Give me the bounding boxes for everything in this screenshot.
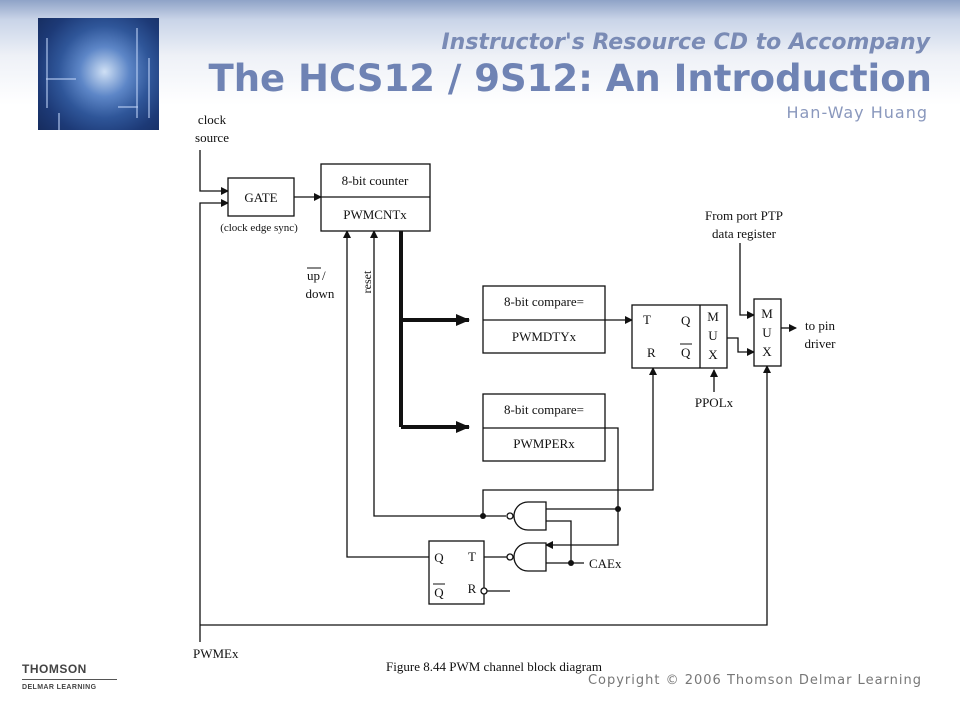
- mux1-letter-u: U: [708, 328, 718, 343]
- ff-qbar-label: Q: [681, 345, 691, 360]
- and-gate-upper: [513, 501, 547, 531]
- compare-dty-register: PWMDTYx: [512, 329, 577, 344]
- pwmex-label: PWMEx: [193, 646, 239, 661]
- wire-clock-source: [199, 150, 229, 195]
- copyright-notice: Copyright © 2006 Thomson Delmar Learning: [587, 673, 922, 688]
- label-up-slash: /: [322, 268, 326, 283]
- label-source: source: [195, 130, 229, 145]
- wire-port-ptp: [739, 243, 755, 319]
- gate-label: GATE: [244, 190, 277, 205]
- wire-pwmex-mux: [200, 365, 771, 626]
- wire-updown: [343, 230, 429, 558]
- header-subtitle: Instructor's Resource CD to Accompany: [441, 30, 930, 55]
- wire-pwmex-gate: [199, 199, 229, 642]
- ppol-label: PPOLx: [695, 395, 734, 410]
- compare-per-title: 8-bit compare=: [504, 402, 584, 417]
- page-title: The HCS12 / 9S12: An Introduction: [208, 57, 932, 100]
- caex-label: CAEx: [589, 556, 622, 571]
- to-pin-line2: driver: [804, 336, 836, 351]
- inv-bubble-lower: [506, 553, 514, 561]
- mux1-letter-x: X: [708, 347, 718, 362]
- wire-per-out: [545, 427, 619, 549]
- port-label-line1: From port PTP: [705, 208, 783, 223]
- tff-r-label: R: [468, 581, 477, 596]
- header-band: [0, 0, 960, 140]
- thomson-rule: [22, 679, 117, 680]
- figure-caption: Figure 8.44 PWM channel block diagram: [386, 659, 602, 674]
- port-label-line2: data register: [712, 226, 777, 241]
- flip-flop-block: [631, 304, 728, 369]
- label-up: up: [307, 268, 320, 283]
- wire-gate-ffr: [482, 367, 657, 516]
- inv-bubble-rst: [480, 587, 488, 595]
- counter-title: 8-bit counter: [342, 173, 409, 188]
- label-reset: reset: [360, 270, 374, 293]
- gate-note: (clock edge sync): [220, 222, 298, 234]
- mux2-letter-m: M: [761, 306, 773, 321]
- ff-r-label: R: [647, 345, 656, 360]
- wire-ff-mux1: [727, 337, 755, 356]
- wire-caex: [546, 520, 584, 564]
- ff-t-label: T: [643, 312, 651, 327]
- to-pin-line1: to pin: [805, 318, 835, 333]
- output-mux-block: [753, 298, 782, 367]
- t-flip-flop-block: [428, 540, 485, 605]
- globe-circuit-logo-image: [38, 18, 159, 130]
- tff-t-label: T: [468, 549, 476, 564]
- inv-bubble-upper: [506, 512, 514, 520]
- tff-q-label: Q: [434, 550, 444, 565]
- gate-block: [227, 177, 295, 217]
- mux2-letter-x: X: [762, 344, 772, 359]
- and-gate-lower: [513, 542, 547, 572]
- tff-qbar-label: Q: [434, 585, 444, 600]
- compare-dty-title: 8-bit compare=: [504, 294, 584, 309]
- compare-per-register: PWMPERx: [513, 436, 575, 451]
- label-down: down: [306, 286, 335, 301]
- thomson-brand: THOMSON: [22, 662, 87, 676]
- label-clock: clock: [198, 112, 227, 127]
- counter-register: PWMCNTx: [343, 207, 407, 222]
- delmar-brand: DELMAR LEARNING: [22, 684, 97, 691]
- mux2-letter-u: U: [762, 325, 772, 340]
- wire-reset: [370, 230, 506, 517]
- header-author: Han-Way Huang: [786, 103, 928, 122]
- mux1-letter-m: M: [707, 309, 719, 324]
- ff-q-label: Q: [681, 313, 691, 328]
